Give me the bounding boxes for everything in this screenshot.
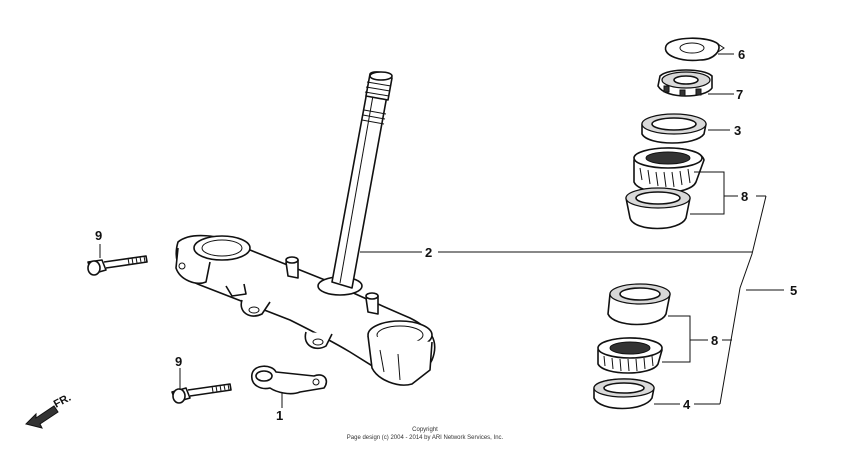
upper-bearing[interactable] [633, 147, 705, 194]
callout-9-lower: 9 [175, 354, 182, 369]
bolt-upper[interactable] [87, 255, 148, 276]
callout-2: 2 [425, 245, 432, 260]
callout-9-upper: 9 [95, 228, 102, 243]
stem-nut[interactable] [657, 69, 713, 97]
lock-washer[interactable] [664, 37, 725, 62]
front-arrow-icon [25, 405, 59, 429]
callout-3: 3 [734, 123, 741, 138]
bolt-lower[interactable] [171, 383, 232, 404]
callout-labels: 6 7 3 8 2 5 8 4 9 9 1 [95, 47, 797, 423]
copyright-notice: Copyright Page design (c) 2004 - 2014 by… [0, 426, 850, 442]
copyright-line-2: Page design (c) 2004 - 2014 by ARI Netwo… [346, 435, 504, 441]
upper-race[interactable] [625, 187, 691, 230]
callout-6: 6 [738, 47, 745, 62]
callout-1: 1 [276, 408, 283, 423]
front-label: FR. [52, 392, 73, 411]
lower-dust-seal[interactable] [593, 378, 655, 410]
lower-race[interactable] [607, 283, 671, 326]
callout-4: 4 [683, 397, 691, 412]
callout-7: 7 [736, 87, 743, 102]
steering-stem[interactable] [175, 71, 436, 386]
front-direction-indicator: FR. [25, 392, 73, 429]
callout-8-upper: 8 [741, 189, 748, 204]
copyright-line-1: Copyright [412, 427, 438, 433]
dust-seal[interactable] [641, 113, 707, 144]
callout-8-lower: 8 [711, 333, 718, 348]
callout-5: 5 [790, 283, 797, 298]
hose-clamp[interactable] [251, 365, 328, 395]
leader-lines [99, 53, 784, 408]
lower-bearing[interactable] [597, 337, 663, 374]
